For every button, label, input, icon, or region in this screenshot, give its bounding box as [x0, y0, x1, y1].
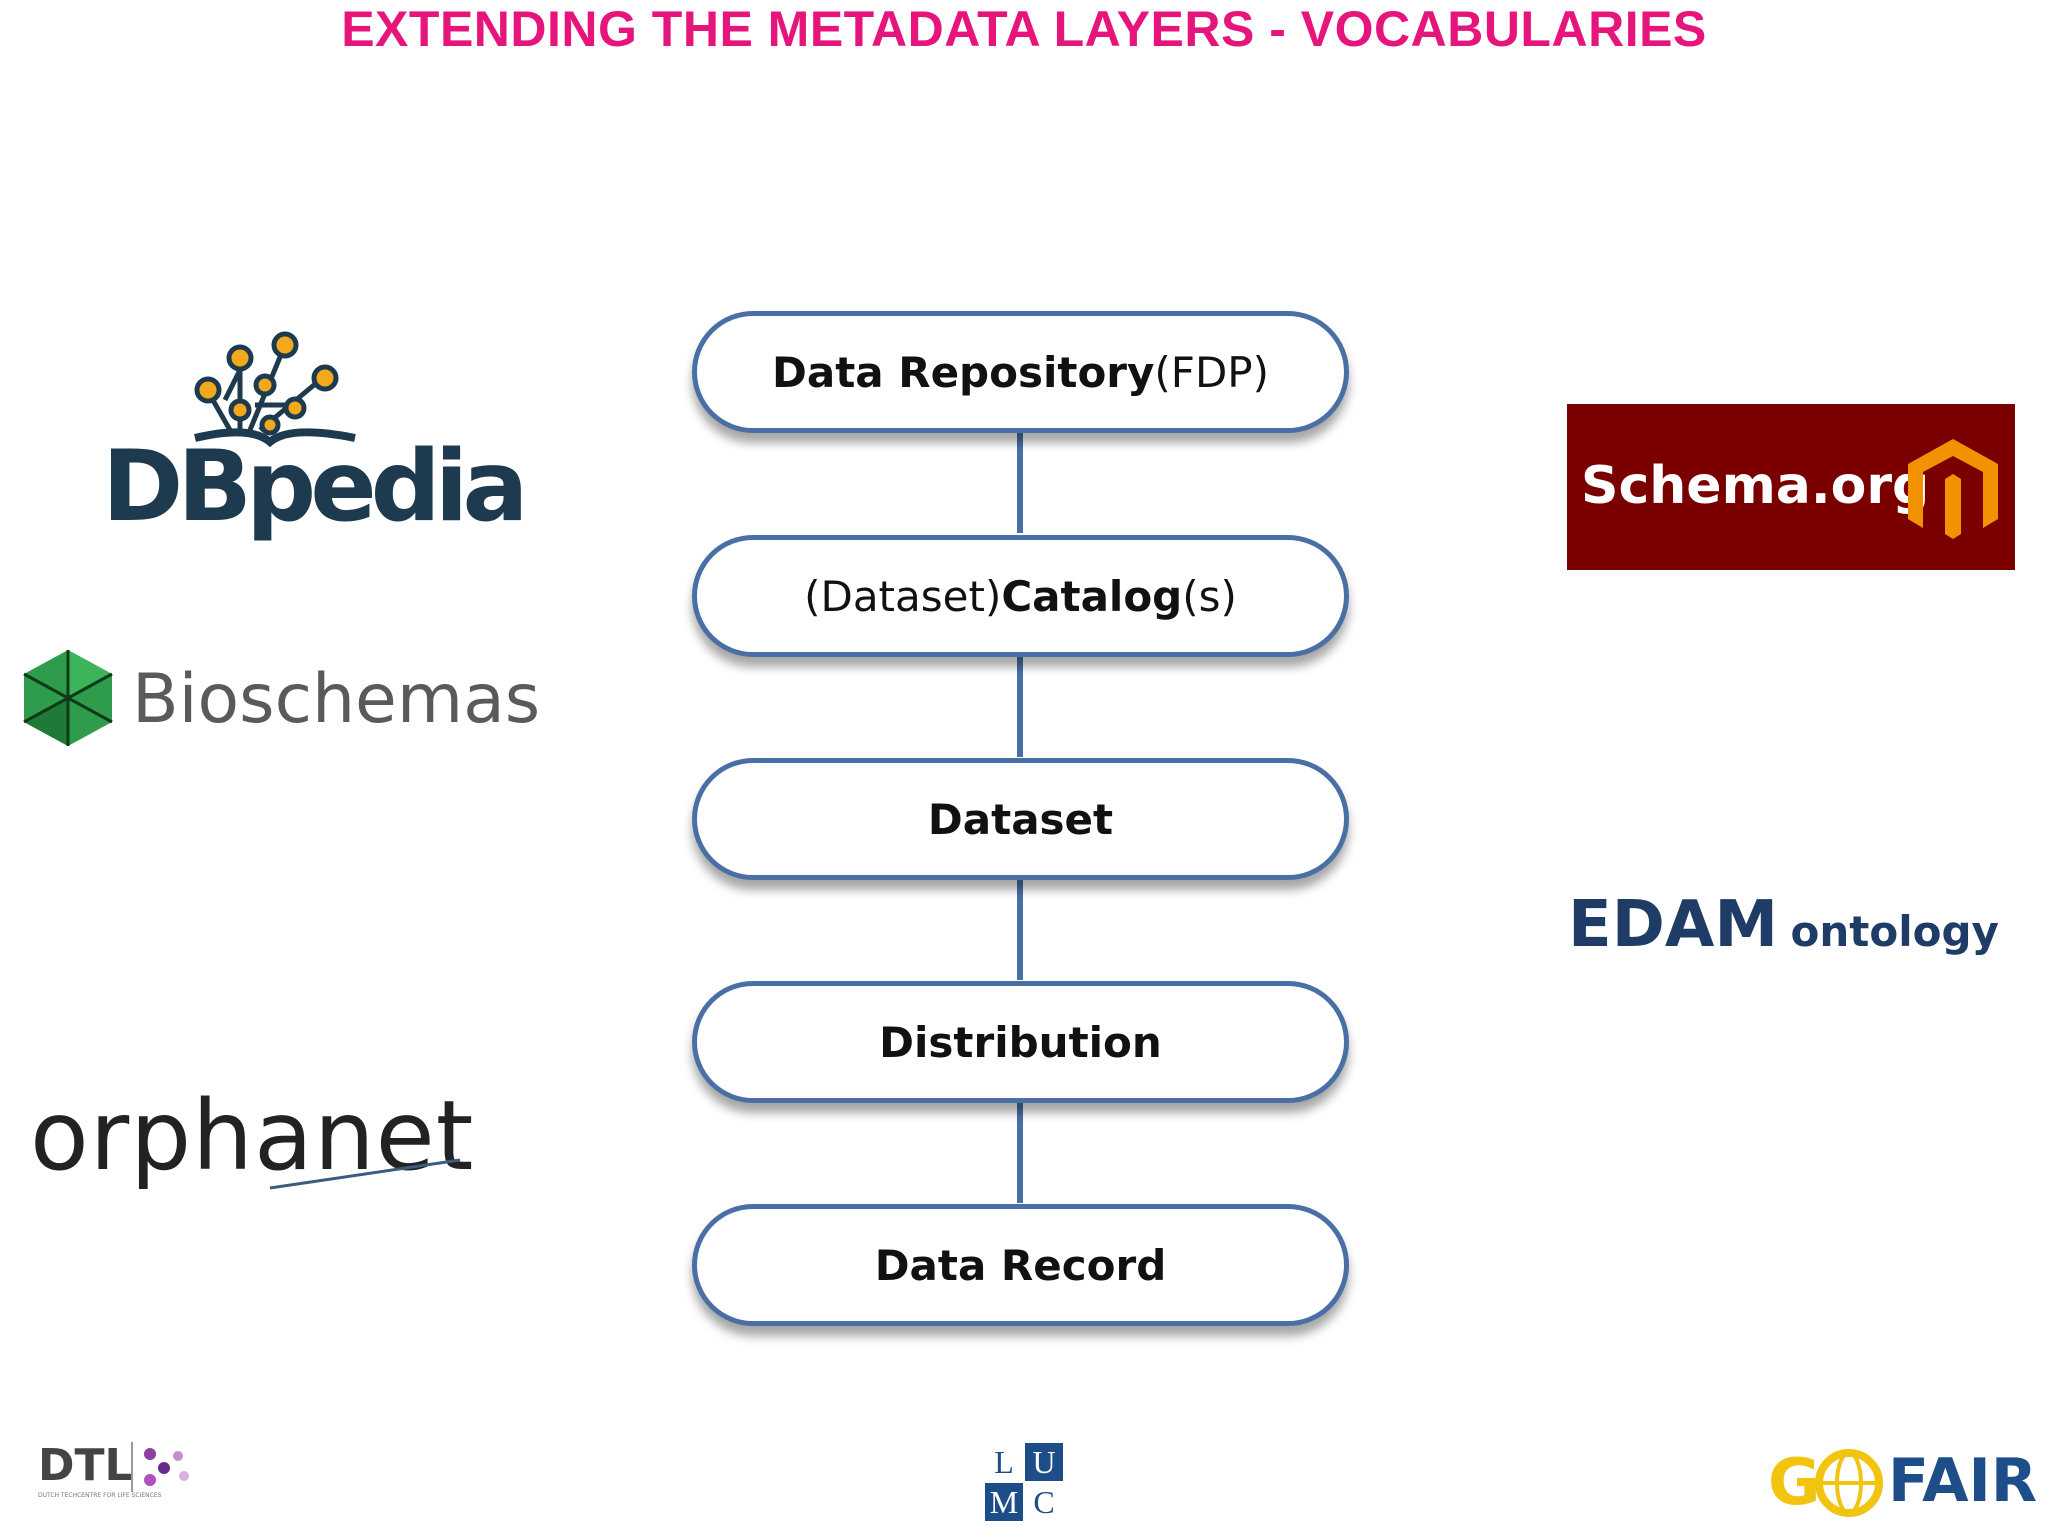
bioschemas-wordmark: Bioschemas — [132, 660, 541, 739]
go-fair-globe-icon — [1815, 1449, 1883, 1517]
go-fair-logo: G FAIR — [1768, 1440, 2037, 1520]
dtl-wordmark: DTL — [38, 1440, 133, 1491]
layer-distribution: Distribution — [692, 981, 1349, 1103]
lumc-letter-m: M — [985, 1483, 1023, 1521]
dbpedia-logo: DBpedia — [100, 330, 529, 550]
edam-ontology-logo: EDAM ontology — [1568, 888, 2018, 968]
dtl-logo: DTL DUTCH TECHCENTRE FOR LIFE SCIENCES — [38, 1440, 208, 1510]
layer-text-bold: Dataset — [927, 794, 1114, 844]
edam-wordmark: EDAM — [1568, 888, 1779, 962]
orphanet-wordmark: orphanet — [30, 1080, 475, 1192]
layer-text-after: (s) — [1182, 571, 1237, 621]
connector-2-3 — [1017, 657, 1023, 757]
lumc-logo: L U M C — [985, 1443, 1067, 1523]
edam-ontology-word: ontology — [1790, 907, 1999, 956]
dbpedia-wordmark: DBpedia — [102, 430, 529, 544]
orphanet-swoosh — [269, 1158, 461, 1190]
dtl-tagline: DUTCH TECHCENTRE FOR LIFE SCIENCES — [38, 1492, 162, 1499]
schema-org-magento-icon — [1908, 439, 1998, 539]
connector-4-5 — [1017, 1103, 1023, 1203]
layer-text-bold: Distribution — [879, 1017, 1162, 1067]
layer-data-repository: Data Repository (FDP) — [692, 311, 1349, 433]
dtl-molecule-icon — [131, 1442, 189, 1492]
layer-text-bold: Data Record — [874, 1240, 1167, 1290]
connector-1-2 — [1017, 433, 1023, 533]
lumc-letter-u: U — [1025, 1443, 1063, 1481]
go-fair-wordmark: FAIR — [1888, 1446, 2038, 1516]
layer-text-bold: Catalog — [1001, 571, 1183, 621]
slide-title: EXTENDING THE METADATA LAYERS - VOCABULA… — [341, 1, 1707, 57]
layer-data-record: Data Record — [692, 1204, 1349, 1326]
schema-org-wordmark: Schema.org — [1581, 456, 1930, 516]
layer-text-after: (FDP) — [1154, 347, 1270, 397]
schema-org-logo: Schema.org — [1567, 404, 2015, 570]
layer-text-before: (Dataset) — [804, 571, 1002, 621]
lumc-letter-l: L — [985, 1443, 1023, 1481]
dbpedia-network-icon — [194, 331, 356, 448]
layer-text-bold: Data Repository — [771, 347, 1155, 397]
lumc-letter-c: C — [1025, 1483, 1063, 1521]
layer-catalog: (Dataset) Catalog(s) — [692, 535, 1349, 657]
layer-dataset: Dataset — [692, 758, 1349, 880]
go-fair-g: G — [1768, 1446, 1821, 1520]
bioschemas-hexagon-icon — [23, 650, 113, 746]
orphanet-logo: orphanet — [30, 1080, 530, 1210]
bioschemas-logo: Bioschemas — [20, 648, 540, 753]
connector-3-4 — [1017, 880, 1023, 980]
